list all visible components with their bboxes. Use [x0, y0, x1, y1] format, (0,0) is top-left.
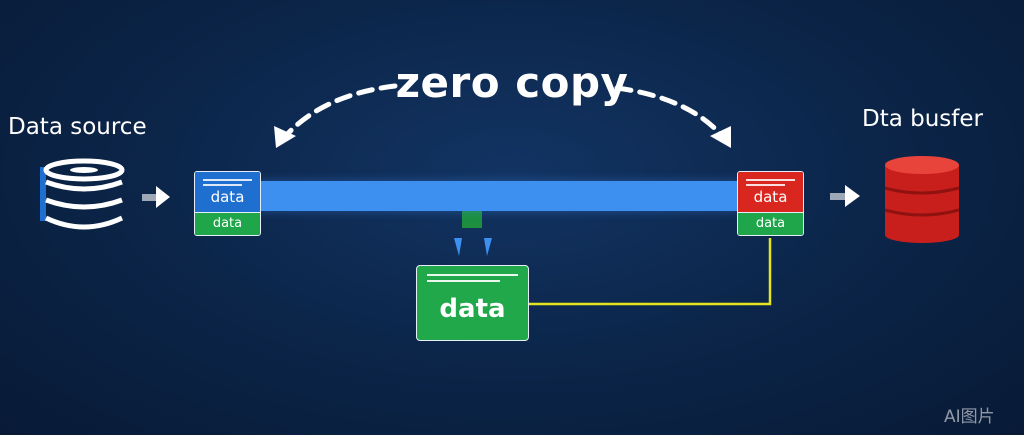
- arrow-right-icon: [142, 186, 170, 208]
- destination-database-icon: [884, 156, 960, 243]
- zero-copy-arc-right: [614, 85, 727, 141]
- right-data-block: data data: [737, 171, 804, 236]
- watermark: AI图片: [944, 407, 995, 427]
- down-arrow-left-icon: [454, 238, 462, 256]
- left-block-bottom-label: data: [195, 212, 260, 235]
- destination-label: Dta busfer: [862, 106, 983, 132]
- right-block-top-label: data: [753, 188, 788, 206]
- right-block-bottom-label: data: [738, 212, 803, 235]
- zero-copy-arc-left: [279, 83, 398, 143]
- tap-connector: [462, 206, 482, 228]
- center-block-label: data: [439, 294, 506, 324]
- zero-copy-arrowhead-right: [710, 126, 731, 148]
- left-data-block: data data: [194, 171, 261, 236]
- data-pipe: [258, 181, 742, 211]
- arrow-right-icon: [830, 185, 860, 207]
- diagram-title: zero copy: [395, 58, 629, 107]
- zero-copy-arrowhead-left: [274, 126, 296, 148]
- center-data-block: data: [416, 265, 529, 341]
- connector-line: [529, 238, 772, 306]
- database-icon: [40, 158, 125, 230]
- source-label: Data source: [8, 114, 147, 140]
- left-block-top-label: data: [210, 188, 245, 206]
- down-arrow-right-icon: [484, 238, 492, 256]
